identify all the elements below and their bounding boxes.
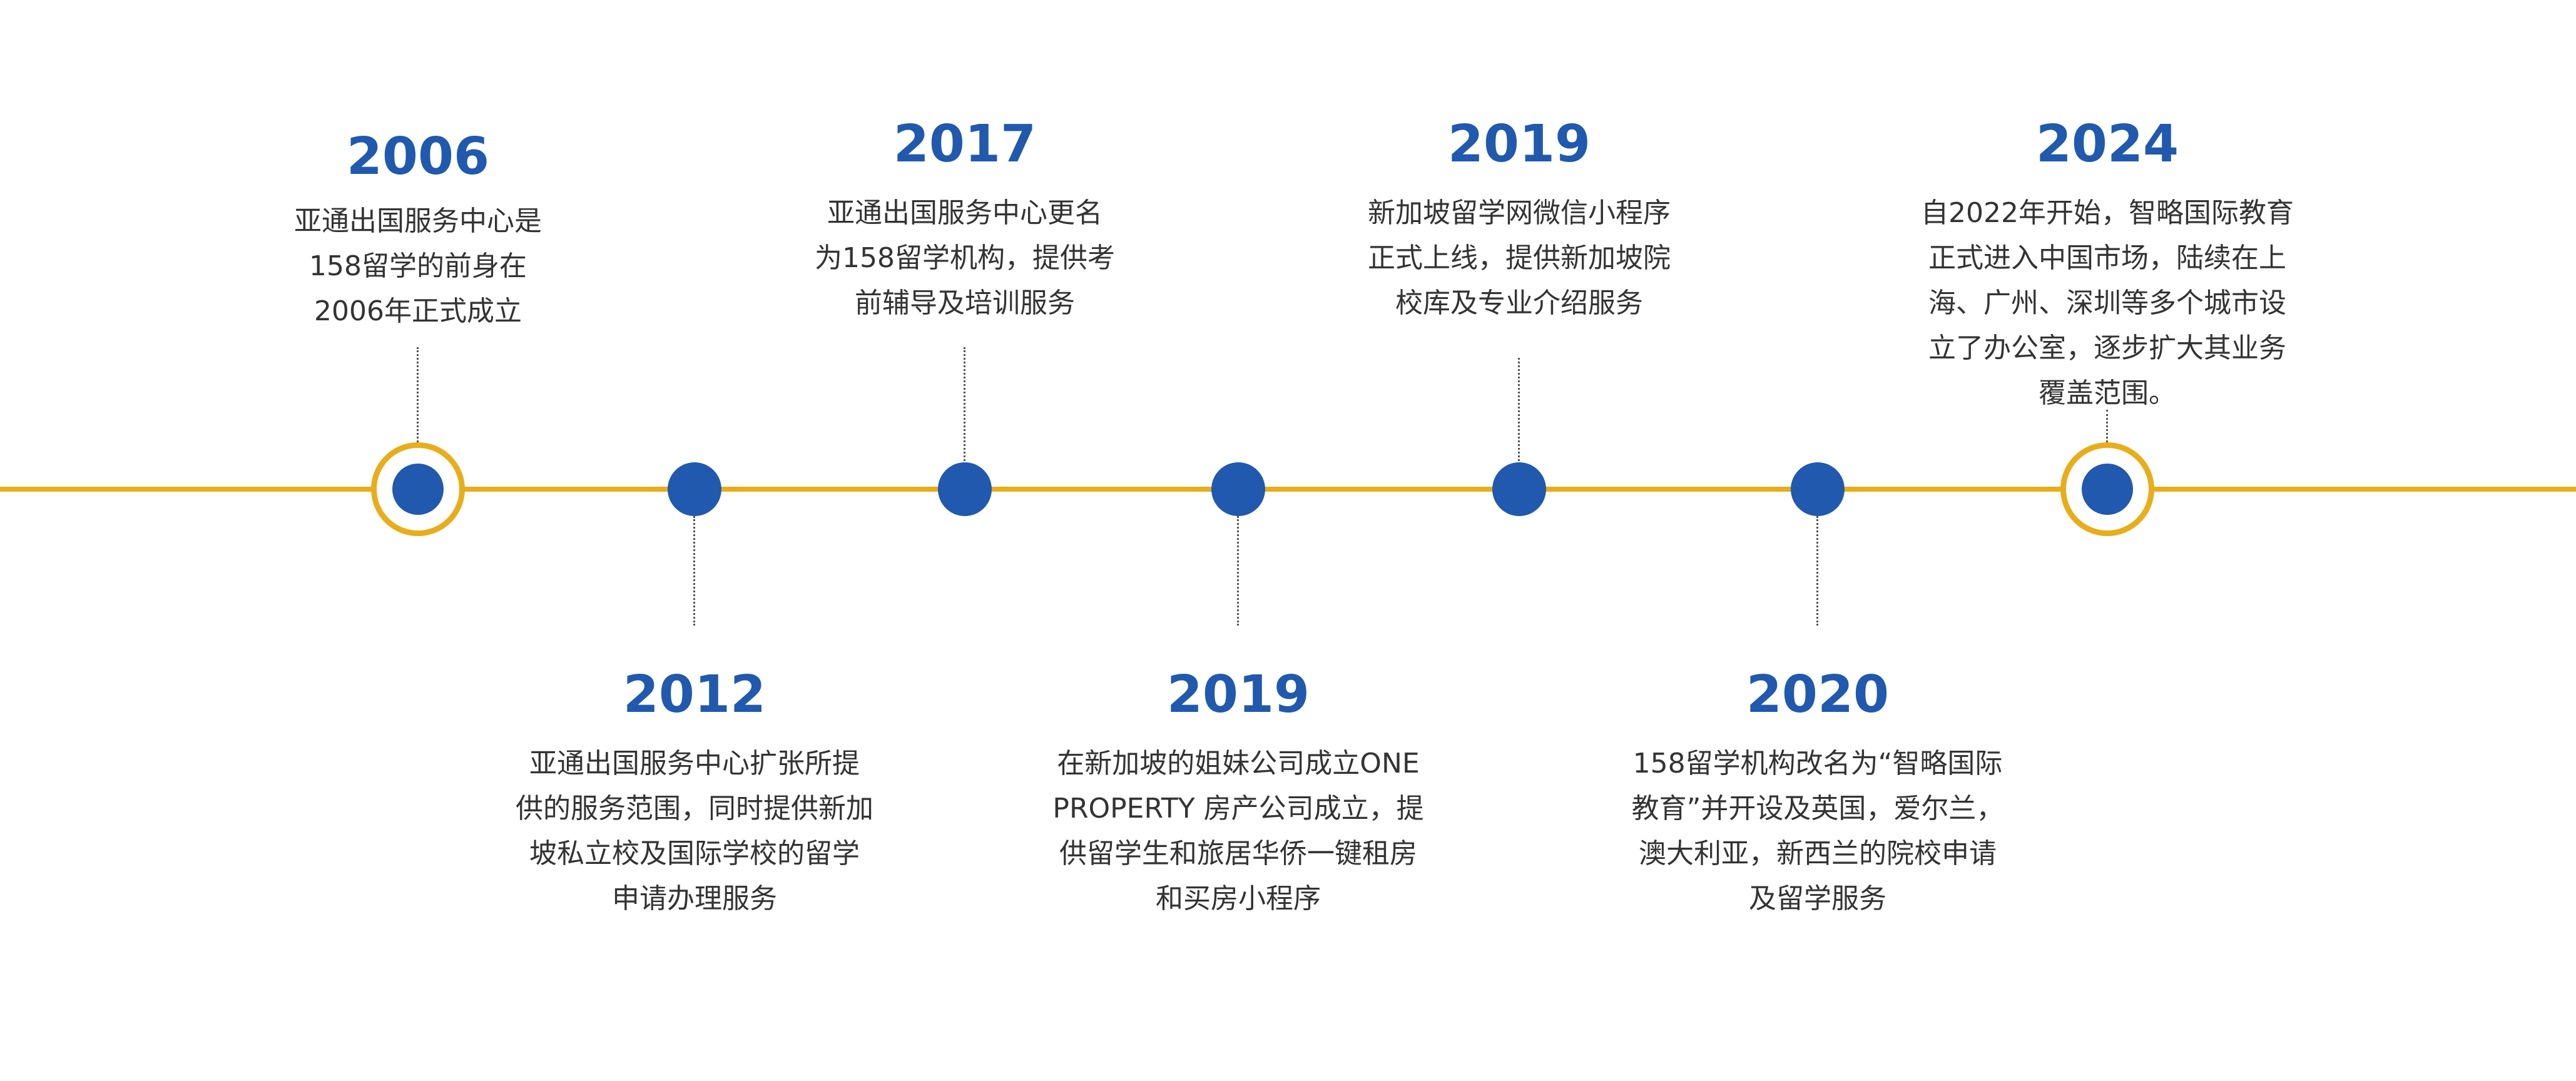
event-year: 2019 [1447, 114, 1591, 174]
description-line: 亚通出国服务中心是 [294, 205, 542, 237]
description-line: 坡私立校及国际学校的留学 [529, 838, 860, 870]
timeline-axis [0, 487, 2576, 492]
timeline-dot [392, 464, 444, 515]
description-line: 新加坡留学网微信小程序 [1368, 197, 1671, 229]
description-line: 在新加坡的姐妹公司成立ONE [1057, 748, 1420, 779]
description-line: 申请办理服务 [612, 883, 777, 915]
description-line: 亚通出国服务中心更名 [827, 197, 1102, 229]
event-description: 亚通出国服务中心是 158留学的前身在 2006年正式成立 [243, 199, 593, 334]
event-description: 158留学机构改名为“智略国际 教育”并开设及英国，爱尔兰， 澳大利亚，新西兰的… [1586, 741, 2049, 921]
description-line: 校库及专业介绍服务 [1395, 287, 1643, 319]
dotted-connector [1816, 516, 1818, 626]
event-year: 2019 [1166, 665, 1310, 724]
description-line: 158留学机构改名为“智略国际 [1632, 748, 2003, 779]
dotted-connector [1237, 516, 1239, 626]
timeline-dot [938, 462, 992, 516]
timeline-dot [2082, 464, 2133, 515]
description-line: 供留学生和旅居华侨一键租房 [1059, 838, 1417, 870]
description-line: 正式上线，提供新加坡院 [1368, 242, 1671, 274]
timeline-dot [1492, 462, 1546, 516]
dotted-connector [2106, 410, 2108, 442]
dotted-connector [693, 516, 695, 626]
description-line: PROPERTY 房产公司成立，提 [1052, 793, 1424, 825]
description-line: 自2022年开始，智略国际教育 [1921, 197, 2294, 229]
event-description: 亚通出国服务中心更名 为158留学机构，提供考 前辅导及培训服务 [758, 191, 1171, 326]
timeline-dot [668, 462, 721, 516]
description-line: 立了办公室，逐步扩大其业务 [1928, 332, 2286, 364]
description-line: 澳大利亚，新西兰的院校申请 [1639, 838, 1997, 870]
description-line: 为158留学机构，提供考 [815, 242, 1115, 274]
dotted-connector [417, 347, 419, 442]
description-line: 前辅导及培训服务 [855, 287, 1075, 319]
event-year: 2020 [1746, 665, 1890, 724]
description-line: 亚通出国服务中心扩张所提 [529, 748, 860, 779]
event-year: 2024 [2035, 114, 2179, 174]
description-line: 158留学的前身在 [309, 250, 527, 282]
event-description: 自2022年开始，智略国际教育 正式进入中国市场，陆续在上 海、广州、深圳等多个… [1870, 191, 2345, 416]
timeline-dot [1211, 462, 1265, 516]
description-line: 及留学服务 [1749, 883, 1886, 915]
event-year: 2006 [346, 127, 490, 186]
event-year: 2017 [893, 114, 1037, 174]
description-line: 供的服务范围，同时提供新加 [516, 793, 873, 825]
dotted-connector [964, 347, 965, 461]
description-line: 海、广州、深圳等多个城市设 [1928, 287, 2286, 319]
description-line: 覆盖范围。 [2039, 377, 2176, 409]
event-description: 亚通出国服务中心扩张所提 供的服务范围，同时提供新加 坡私立校及国际学校的留学 … [469, 741, 920, 921]
description-line: 和买房小程序 [1156, 883, 1321, 915]
timeline-dot [1791, 462, 1845, 516]
event-description: 在新加坡的姐妹公司成立ONE PROPERTY 房产公司成立，提 供留学生和旅居… [1000, 741, 1476, 921]
event-year: 2012 [623, 665, 766, 724]
dotted-connector [1518, 358, 1520, 461]
event-description: 新加坡留学网微信小程序 正式上线，提供新加坡院 校库及专业介绍服务 [1319, 191, 1719, 326]
description-line: 教育”并开设及英国，爱尔兰， [1631, 793, 2004, 825]
description-line: 2006年正式成立 [314, 295, 522, 327]
description-line: 正式进入中国市场，陆续在上 [1928, 242, 2286, 274]
